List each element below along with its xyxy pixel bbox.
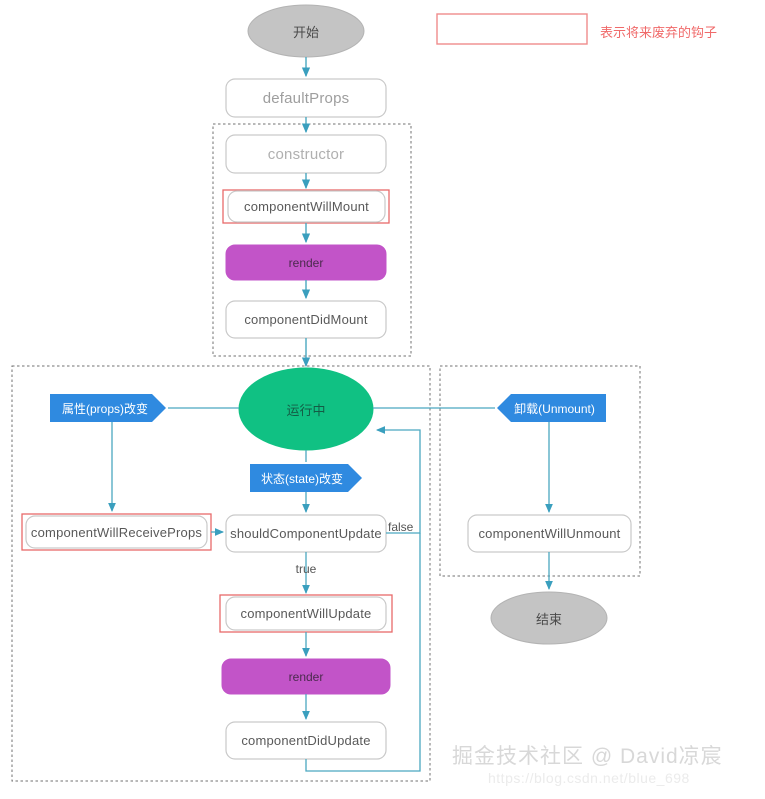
edge-did-update-loop-to-running xyxy=(305,533,421,772)
phase-box-running xyxy=(11,365,431,782)
banner-unmount-trigger xyxy=(497,394,606,422)
node-component-will-unmount xyxy=(467,514,632,553)
edge-should-update-false-to-running xyxy=(375,426,421,534)
node-render-update xyxy=(221,658,391,695)
watermark-url: https://blog.csdn.net/blue_698 xyxy=(488,770,690,786)
node-should-component-update xyxy=(225,514,387,553)
node-render-mount xyxy=(225,244,387,281)
banner-state-change xyxy=(250,464,362,492)
node-running xyxy=(238,367,374,451)
banner-props-change xyxy=(50,394,166,422)
node-start xyxy=(247,4,365,58)
node-end xyxy=(490,591,608,645)
node-component-did-update xyxy=(225,721,387,760)
node-component-did-mount xyxy=(225,300,387,339)
node-component-will-receive-props xyxy=(25,515,208,549)
phase-box-unmount xyxy=(439,365,641,577)
node-component-will-update xyxy=(225,596,387,631)
node-component-will-mount xyxy=(227,190,386,223)
node-default-props xyxy=(225,78,387,118)
watermark-title: 掘金技术社区 @ David凉宸 xyxy=(452,745,723,768)
legend-swatch xyxy=(436,13,588,45)
node-constructor xyxy=(225,134,387,174)
